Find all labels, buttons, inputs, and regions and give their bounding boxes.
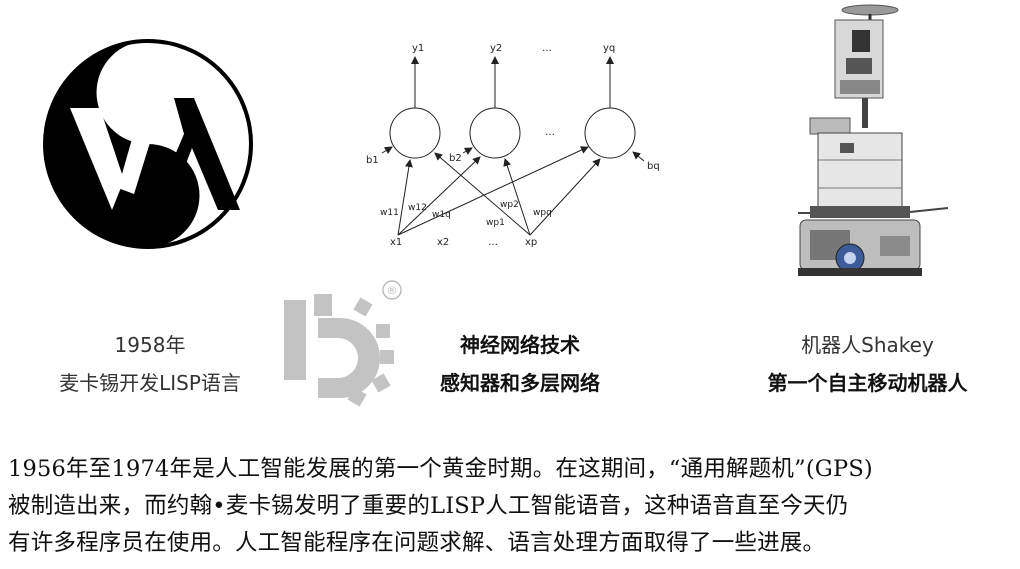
input-label-ellipsis: … [488, 237, 498, 248]
weight-label-w11: w11 [380, 208, 399, 218]
neural-network-diagram: y1 y2 … yq … b1 b2 bq w11 w12 w1q wp1 wp… [366, 43, 660, 248]
shakey-robot-photo [780, 0, 955, 282]
paragraph-line-2: 被制造出来，而约翰•麦卡锡发明了重要的LISP人工智能语音，这种语音直至今天仍 [8, 493, 849, 519]
input-label-x2: x2 [437, 237, 449, 248]
weight-label-wp2: wp2 [500, 200, 519, 210]
lisp-yin-yang-logo [43, 39, 253, 249]
paragraph-line-3: 有许多程序员在使用。人工智能程序在问题求解、语言处理方面取得了一些进展。 [8, 530, 826, 556]
weight-label-w1q: w1q [432, 210, 451, 220]
bias-label-b2: b2 [449, 153, 462, 164]
caption-lisp-desc: 麦卡锡开发LISP语言 [59, 371, 241, 395]
paragraph-line-1: 1956年至1974年是人工智能发展的第一个黄金时期。在这期间，“通用解题机”(… [8, 456, 873, 482]
input-label-x1: x1 [390, 237, 402, 248]
input-label-xp: xp [525, 237, 537, 248]
neuron-2 [469, 107, 521, 159]
output-label-y2: y2 [490, 43, 502, 54]
caption-nn-title: 神经网络技术 [460, 333, 580, 357]
caption-lisp-year: 1958年 [114, 333, 186, 357]
weight-label-wp1: wp1 [486, 218, 505, 228]
neuron-q [584, 107, 636, 159]
neuron-1 [389, 107, 441, 159]
gear-watermark-logo: ® [284, 280, 402, 407]
caption-shakey-desc: 第一个自主移动机器人 [767, 371, 968, 395]
ellipsis-neurons: … [545, 127, 555, 138]
weight-label-wpq: wpq [533, 208, 552, 218]
output-label-yq: yq [603, 43, 615, 54]
bias-label-bq: bq [647, 161, 660, 172]
svg-text:®: ® [387, 284, 398, 297]
caption-shakey-title: 机器人Shakey [801, 333, 934, 357]
caption-neural-network: 神经网络技术 感知器和多层网络 [410, 326, 630, 402]
output-label-ellipsis: … [542, 43, 552, 54]
body-paragraph: 1956年至1974年是人工智能发展的第一个黄金时期。在这期间，“通用解题机”(… [8, 451, 1013, 562]
weight-label-w12: w12 [408, 203, 427, 213]
caption-lisp: 1958年 麦卡锡开发LISP语言 [40, 326, 260, 402]
caption-nn-desc: 感知器和多层网络 [440, 371, 600, 395]
bias-label-b1: b1 [366, 155, 379, 166]
output-label-y1: y1 [412, 43, 424, 54]
caption-shakey: 机器人Shakey 第一个自主移动机器人 [745, 326, 990, 402]
